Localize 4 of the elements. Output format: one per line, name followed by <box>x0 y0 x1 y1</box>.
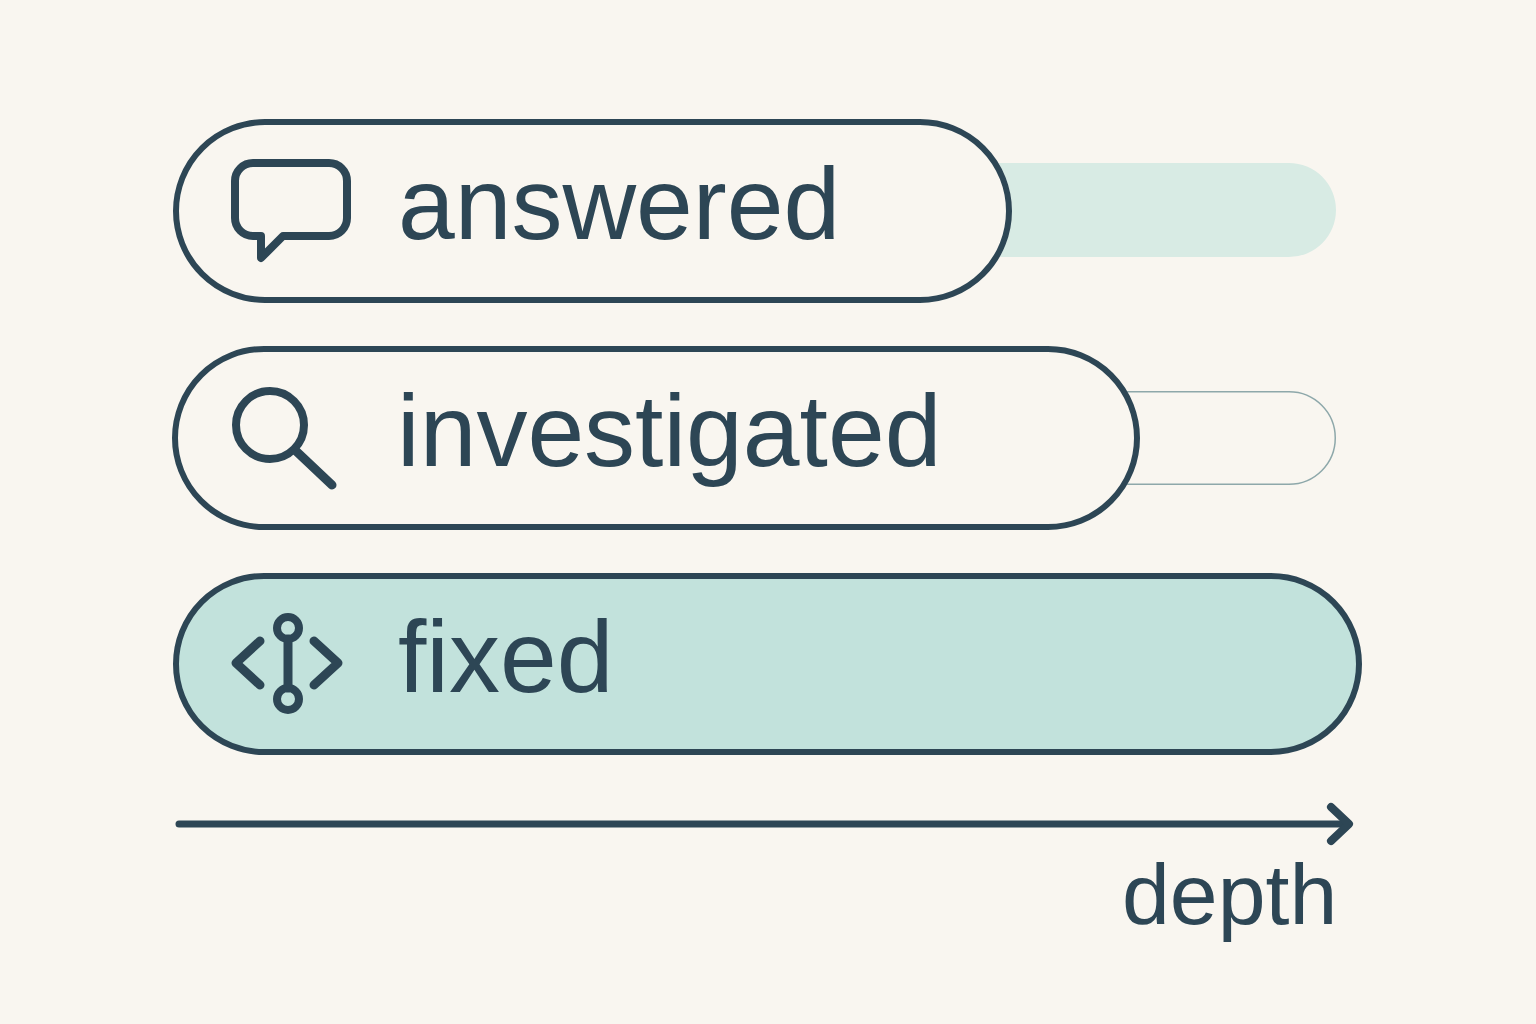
axis-label: depth <box>1122 845 1338 944</box>
stage-label: fixed <box>398 599 614 717</box>
stage-label: investigated <box>397 373 942 491</box>
stage-label: answered <box>398 146 841 264</box>
